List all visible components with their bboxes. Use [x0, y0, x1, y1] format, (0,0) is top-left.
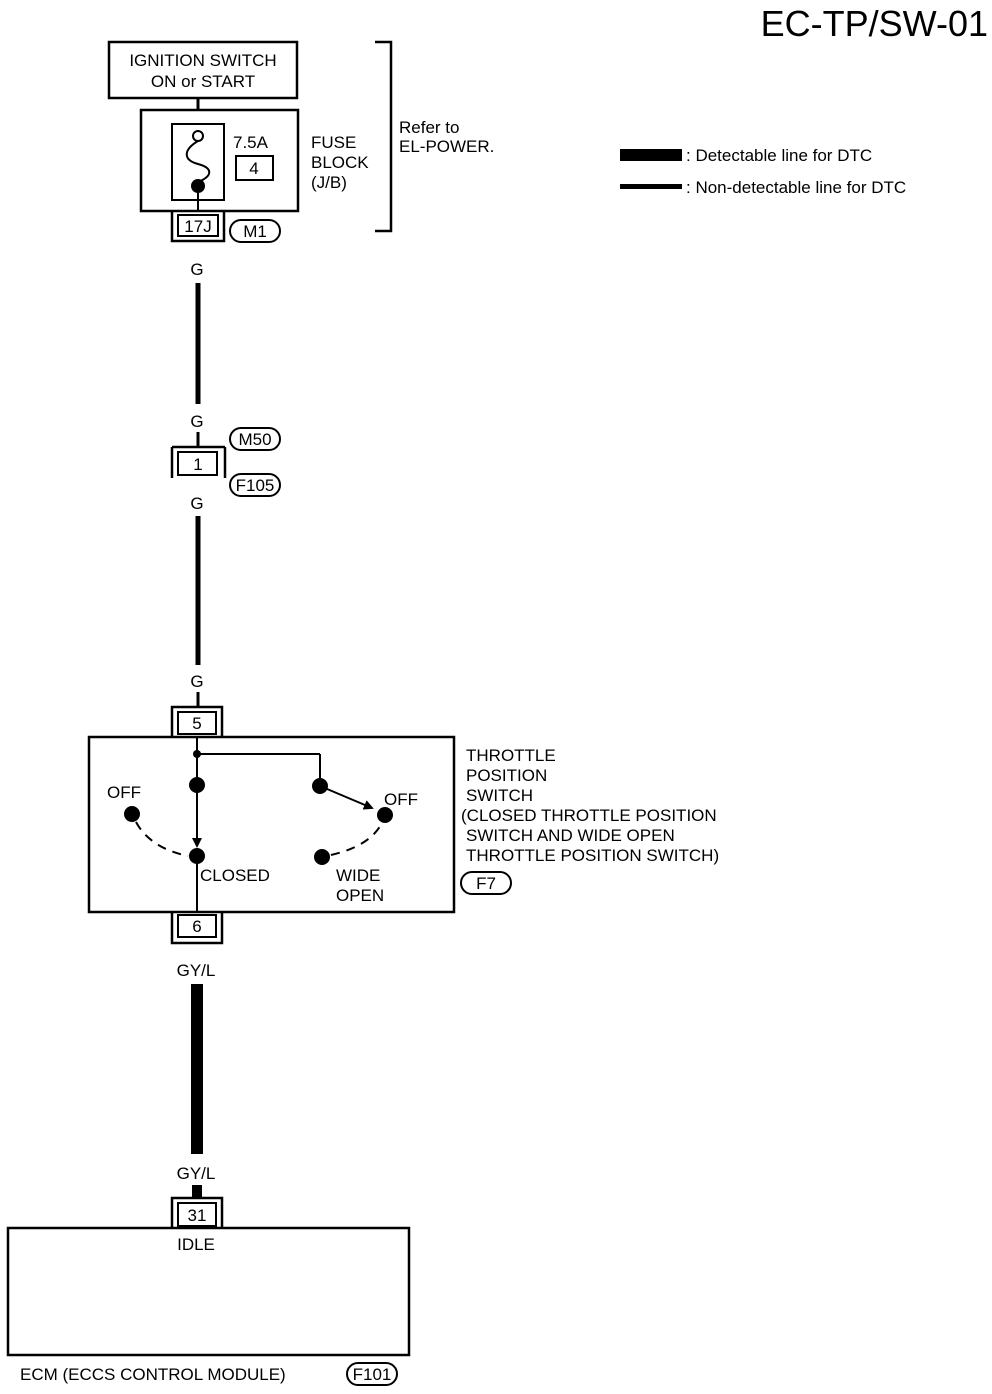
fuse-block-label-2: BLOCK	[311, 153, 369, 172]
fuse-terminal-top	[192, 130, 204, 142]
fuse-rating: 7.5A	[233, 133, 269, 152]
svg-text:5: 5	[192, 714, 201, 733]
legend: : Detectable line for DTC : Non-detectab…	[620, 146, 906, 197]
connector-5: 5	[170, 705, 224, 737]
refer-line1: Refer to	[399, 118, 459, 137]
switch-wide: WIDE	[336, 866, 380, 885]
connector-1: 1	[170, 445, 227, 478]
fuse-block-label-3: (J/B)	[311, 173, 347, 192]
legend-non-detectable-swatch	[620, 184, 682, 189]
ignition-switch-line2: ON or START	[151, 72, 255, 91]
svg-text:M1: M1	[243, 222, 267, 241]
connector-17j: 17J	[170, 211, 226, 243]
fuse-number-box	[235, 155, 274, 181]
wire-gyl	[191, 984, 203, 1154]
legend-detectable-swatch	[620, 149, 682, 161]
refer-bracket	[375, 40, 393, 233]
wire-color-g-1: G	[190, 260, 203, 279]
fuse-block-label-1: FUSE	[311, 133, 356, 152]
ecm-box: IDLE	[6, 1226, 411, 1357]
tps-label-6: THROTTLE POSITION SWITCH)	[466, 846, 719, 865]
wire-color-gyl-2: GY/L	[177, 1164, 216, 1183]
ignition-switch-line1: IGNITION SWITCH	[129, 51, 276, 70]
svg-text:6: 6	[192, 917, 201, 936]
tps-label-5: SWITCH AND WIDE OPEN	[466, 826, 675, 845]
svg-text:31: 31	[188, 1206, 207, 1225]
switch-closed: CLOSED	[200, 866, 270, 885]
switch-off-left: OFF	[107, 783, 141, 802]
wire-color-gyl-1: GY/L	[177, 961, 216, 980]
refer-line2: EL-POWER.	[399, 137, 494, 156]
svg-text:17J: 17J	[184, 217, 211, 236]
connector-31: 31	[170, 1196, 224, 1228]
wide-open-contact	[314, 849, 330, 865]
connector-6: 6	[170, 912, 224, 945]
fuse-element	[185, 140, 211, 183]
connector-badge-m1: M1	[229, 219, 281, 243]
wide-open-off-contact	[377, 807, 393, 823]
ecm-label: ECM (ECCS CONTROL MODULE)	[20, 1365, 286, 1384]
throttle-position-switch-box: OFF OFF CLOSED WIDE OPEN	[87, 735, 456, 914]
svg-text:F105: F105	[236, 476, 275, 495]
fuse-number: 4	[249, 159, 258, 178]
fuse-terminal-bottom	[191, 179, 205, 193]
connector-badge-f7: F7	[460, 871, 512, 895]
svg-text:F101: F101	[353, 1365, 392, 1384]
switch-off-right: OFF	[384, 790, 418, 809]
diagram-title: EC-TP/SW-01	[761, 3, 988, 44]
connector-badge-m50: M50	[229, 427, 281, 451]
svg-text:F7: F7	[476, 874, 496, 893]
tps-label-2: POSITION	[466, 766, 547, 785]
tps-label-4: (CLOSED THROTTLE POSITION	[461, 806, 717, 825]
tps-label-3: SWITCH	[466, 786, 533, 805]
wide-open-switch-blade	[319, 785, 374, 810]
fuse-block: 7.5A 4	[139, 108, 300, 213]
wire-color-g-3: G	[190, 494, 203, 513]
svg-text:M50: M50	[238, 430, 271, 449]
connector-badge-f101: F101	[346, 1362, 398, 1386]
closed-off-contact	[124, 806, 140, 822]
connector-badge-f105: F105	[229, 473, 281, 497]
wire-color-g-4: G	[190, 672, 203, 691]
wide-open-switch-arc	[330, 822, 383, 856]
legend-detectable-label: : Detectable line for DTC	[686, 146, 872, 165]
closed-switch-arc	[135, 821, 189, 857]
svg-text:1: 1	[193, 455, 202, 474]
ecm-idle-terminal: IDLE	[177, 1235, 215, 1254]
switch-open: OPEN	[336, 886, 384, 905]
wire-color-g-2: G	[190, 412, 203, 431]
legend-non-detectable-label: : Non-detectable line for DTC	[686, 178, 906, 197]
tps-label-1: THROTTLE	[466, 746, 556, 765]
closed-contact	[189, 848, 205, 864]
ignition-switch-box: IGNITION SWITCH ON or START	[107, 40, 299, 100]
